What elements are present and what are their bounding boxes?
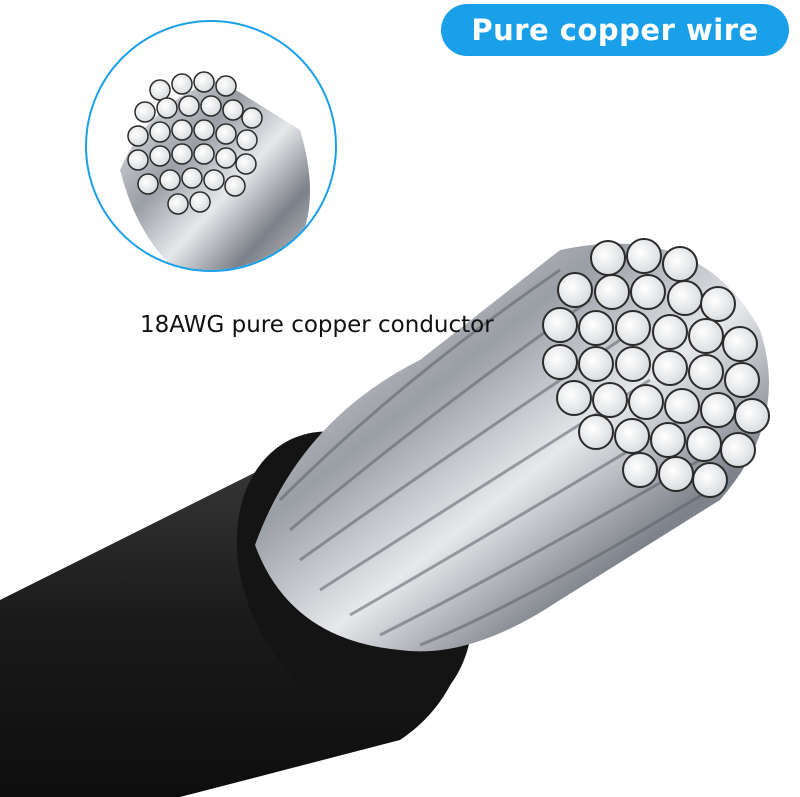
badge-label: Pure copper wire	[471, 13, 759, 47]
strand-ends	[542, 238, 770, 498]
conductor-caption: 18AWG pure copper conductor	[140, 312, 494, 338]
zoom-inset	[85, 20, 337, 272]
conductor-body	[255, 243, 769, 652]
product-title-badge: Pure copper wire	[441, 4, 789, 56]
